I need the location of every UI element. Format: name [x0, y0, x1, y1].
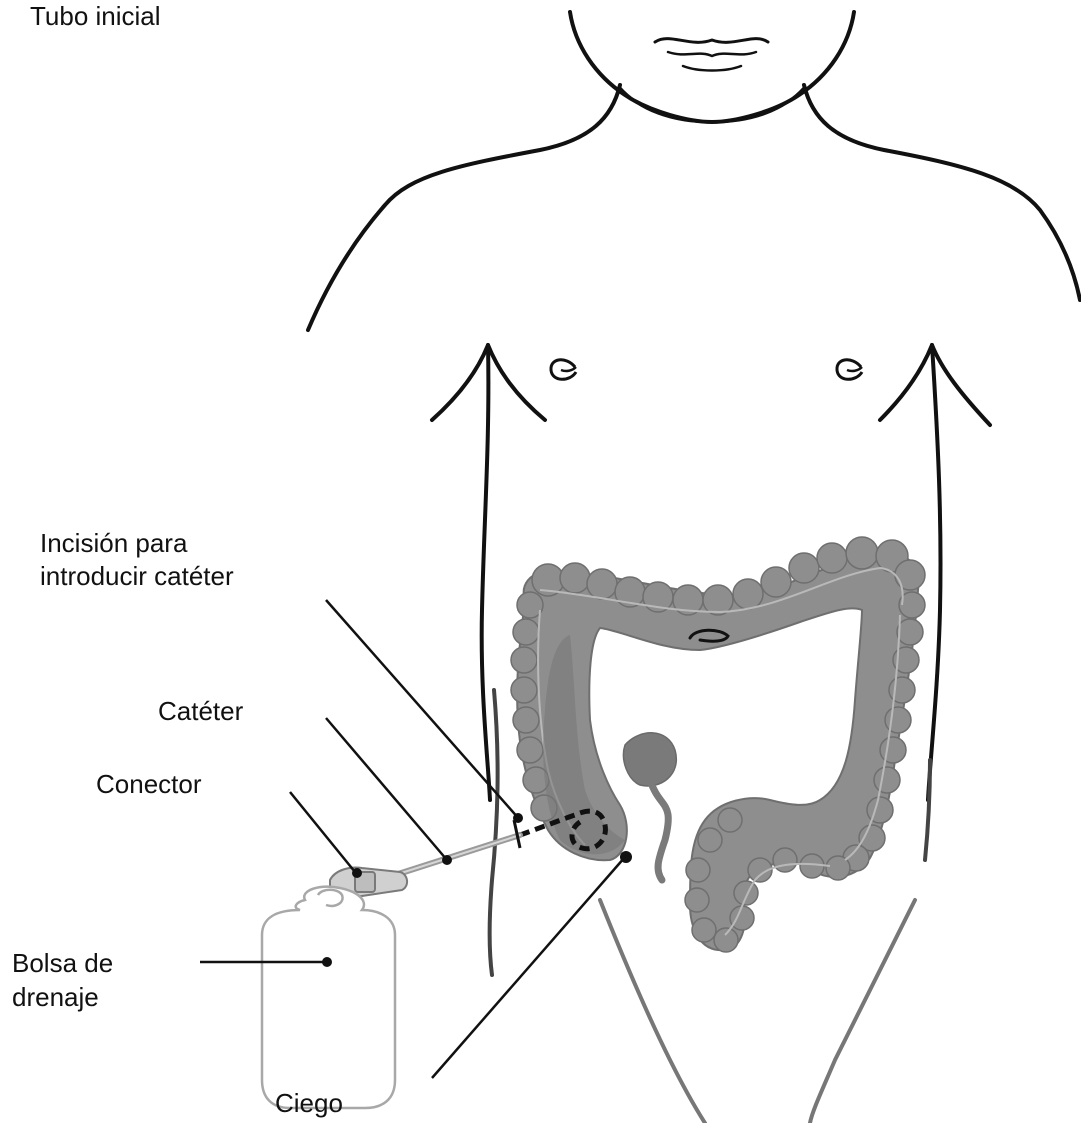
right-torso-line [928, 345, 941, 800]
colon [511, 537, 925, 952]
left-torso-line [482, 345, 490, 800]
bag-label-line1: Bolsa de [12, 948, 113, 978]
catheter-label: Catéter [158, 696, 244, 726]
left-hip [490, 690, 498, 975]
mouth-lower [668, 52, 756, 56]
body-outline [308, 12, 1080, 975]
chin-crease [683, 66, 741, 71]
dot-cecum [620, 851, 632, 863]
dot-catheter [442, 855, 452, 865]
bag-label-line2: drenaje [12, 982, 99, 1012]
left-shoulder [308, 85, 620, 330]
dot-bag [322, 957, 332, 967]
drainage-bag [262, 887, 395, 1108]
right-shoulder [804, 85, 1080, 300]
incision-label-line1: Incisión para [40, 528, 188, 558]
dot-incision [513, 813, 523, 823]
ileum [650, 780, 668, 880]
nipples [551, 360, 862, 379]
dot-connector [352, 868, 362, 878]
groin-lines [600, 900, 915, 1123]
connector-label: Conector [96, 769, 202, 799]
incision-label-line2: introducir catéter [40, 561, 234, 591]
cecum-label: Ciego [275, 1088, 343, 1118]
catheter [395, 820, 520, 875]
leader-incision [326, 600, 520, 820]
title-label: Tubo inicial [30, 1, 161, 31]
leader-cecum [432, 857, 625, 1078]
right-hip [925, 760, 930, 860]
leader-connector [290, 792, 355, 872]
leader-catheter [326, 718, 447, 860]
mouth [655, 39, 768, 43]
